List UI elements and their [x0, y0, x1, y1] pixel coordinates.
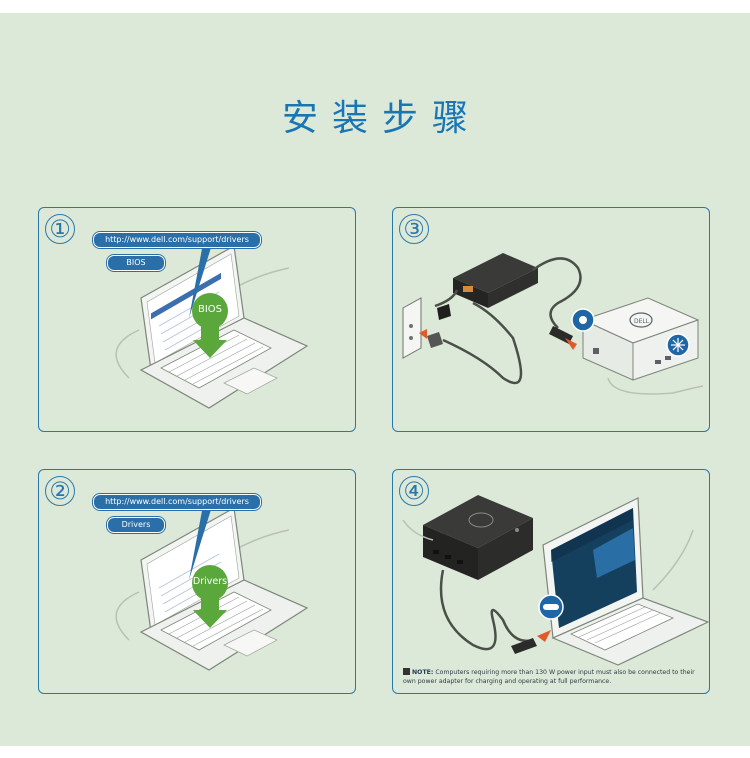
step-4-panel: ④ NOTE: Computers requiring more than 13…	[392, 469, 710, 694]
note-icon	[403, 668, 410, 675]
step-number: ④	[399, 476, 429, 506]
step-2-panel: ② http://www.dell.com/support/drivers Dr…	[38, 469, 356, 694]
drivers-arrow-label: Drivers	[192, 576, 228, 587]
dock-power-illustration: DELL	[402, 253, 704, 395]
page-title: 安装步骤	[281, 98, 482, 139]
svg-text:DELL: DELL	[634, 318, 650, 325]
step-1-panel: ① http://www.dell.com/support/drivers BI…	[38, 207, 356, 432]
support-url: http://www.dell.com/support/drivers	[93, 494, 261, 510]
step-number: ②	[45, 476, 75, 506]
gear-icon	[572, 309, 594, 331]
note-text: Computers requiring more than 130 W powe…	[403, 669, 695, 685]
bios-label: BIOS	[107, 255, 165, 271]
power-note: NOTE: Computers requiring more than 130 …	[403, 668, 703, 686]
laptop-drivers-illustration	[115, 500, 309, 671]
step-3-panel: DELL ③	[392, 207, 710, 432]
usb-c-icon	[539, 595, 563, 619]
step-number: ①	[45, 214, 75, 244]
note-heading: NOTE:	[412, 669, 434, 676]
power-light-icon	[667, 334, 689, 356]
bios-arrow-label: BIOS	[197, 304, 223, 315]
support-url: http://www.dell.com/support/drivers	[93, 232, 261, 248]
drivers-label: Drivers	[107, 517, 165, 533]
step-number: ③	[399, 214, 429, 244]
install-steps-page: 安装步骤	[0, 13, 750, 746]
laptop-bios-illustration	[115, 238, 309, 409]
dock-laptop-connect-illustration	[402, 495, 709, 666]
